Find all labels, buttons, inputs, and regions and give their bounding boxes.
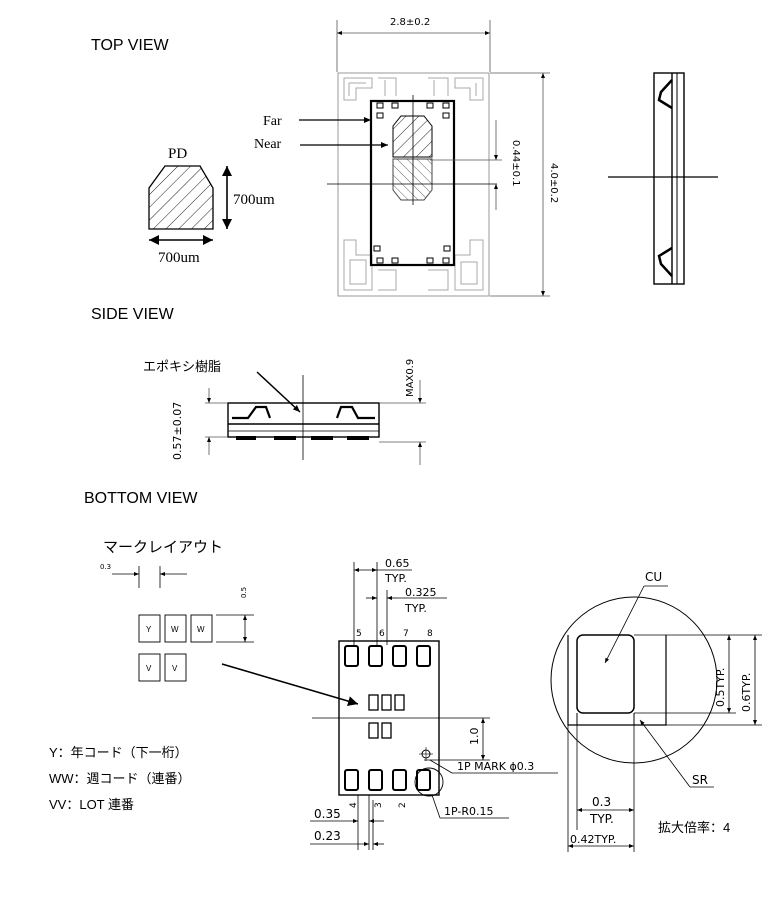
w-inner-typ: TYP. — [589, 812, 614, 826]
w-inner-dim: 0.3 — [592, 795, 611, 809]
epoxy-label: エポキシ樹脂 — [143, 359, 221, 374]
pd-far — [392, 115, 433, 158]
radius-dim-label: 1P-R0.15 — [444, 805, 494, 818]
mark-dim-label: 1P MARK ϕ0.3 — [457, 760, 534, 773]
cross-section — [608, 72, 718, 285]
far-label: Far — [263, 114, 282, 129]
pd-near — [392, 158, 433, 201]
h-outer-dim: 0.6TYP. — [740, 673, 753, 712]
sr-label: SR — [692, 773, 708, 787]
top-view-title: TOP VIEW — [91, 37, 170, 54]
bottom-view-title: BOTTOM VIEW — [84, 490, 198, 507]
mark-layout: マークレイアウト 0.3 Y W W V V 0.5 Y：年コード（下一桁） W… — [49, 539, 359, 812]
pin-7: 7 — [403, 629, 409, 639]
mark-spacing-dim: 0.3 — [100, 563, 111, 571]
legend-lot: VV：LOT 連番 — [49, 797, 134, 812]
pin-5: 5 — [356, 629, 362, 639]
pitch-dim-label: 0.65 — [385, 557, 410, 570]
pitch-typ-label: TYP. — [384, 572, 407, 585]
cu-pad — [576, 634, 635, 714]
gap-dim-label: 0.44±0.1 — [510, 140, 521, 187]
mark-box-y — [138, 614, 161, 643]
top-view-package: 2.8±0.2 — [254, 17, 559, 297]
scale-label: 拡大倍率：4 — [658, 820, 730, 835]
die-outline — [369, 99, 456, 267]
pin-2: 2 — [398, 802, 408, 808]
thickness-dim-label: 0.57±0.07 — [171, 402, 184, 460]
mark-char-w1: W — [171, 625, 179, 634]
half-pitch-typ-label: TYP. — [404, 602, 427, 615]
pin-3: 3 — [374, 802, 384, 808]
package-outline — [337, 72, 490, 297]
w-outer-dim: 0.42TYP. — [570, 833, 616, 846]
mark-box-v1 — [138, 653, 161, 682]
mark-char-w2: W — [197, 625, 205, 634]
mark-char-v2: V — [172, 664, 178, 673]
side-body — [227, 402, 380, 438]
mark-box-w2 — [190, 614, 213, 643]
width-dim-label: 2.8±0.2 — [390, 17, 430, 28]
h-inner-dim: 0.5TYP. — [714, 668, 727, 707]
mark-height-dim: 0.5 — [240, 587, 248, 598]
pd-height-label: 700um — [233, 192, 275, 208]
bottom-view: 0.65 TYP. 0.325 TYP. 5 6 7 8 — [310, 557, 558, 850]
pin-4: 4 — [349, 802, 359, 808]
max-dim-label: MAX0.9 — [405, 359, 416, 397]
pd-label: PD — [168, 146, 187, 162]
pd-width-label: 700um — [158, 250, 200, 266]
cu-label: CU — [645, 570, 662, 584]
pd-shape-group: PD 700um 700um — [148, 146, 275, 266]
legend-week: WW：週コード（連番） — [49, 771, 191, 786]
pin-8: 8 — [427, 629, 433, 639]
pin-6: 6 — [379, 629, 385, 639]
pad-inner-dim: 0.23 — [314, 829, 341, 843]
mark-char-y: Y — [146, 625, 152, 634]
pad-width-dim: 0.35 — [314, 807, 341, 821]
pd-outline — [148, 165, 214, 230]
side-view-title: SIDE VIEW — [91, 306, 175, 323]
mark-box-v2 — [164, 653, 187, 682]
mark-char-v1: V — [146, 664, 152, 673]
near-label: Near — [254, 137, 282, 152]
mark-layout-title: マークレイアウト — [103, 539, 223, 556]
center-dim-label: 1.0 — [468, 728, 481, 746]
legend-year: Y：年コード（下一桁） — [49, 745, 188, 760]
mark-box-w1 — [164, 614, 187, 643]
side-view: エポキシ樹脂 0.57±0.07 MAX0.9 — [143, 359, 426, 465]
height-dim-label: 4.0±0.2 — [548, 163, 559, 203]
pad-detail: CU SR 0.5TYP. 0.6TYP. 0.3 TYP. 0.42TYP. … — [550, 570, 762, 852]
half-pitch-dim-label: 0.325 — [405, 586, 437, 599]
